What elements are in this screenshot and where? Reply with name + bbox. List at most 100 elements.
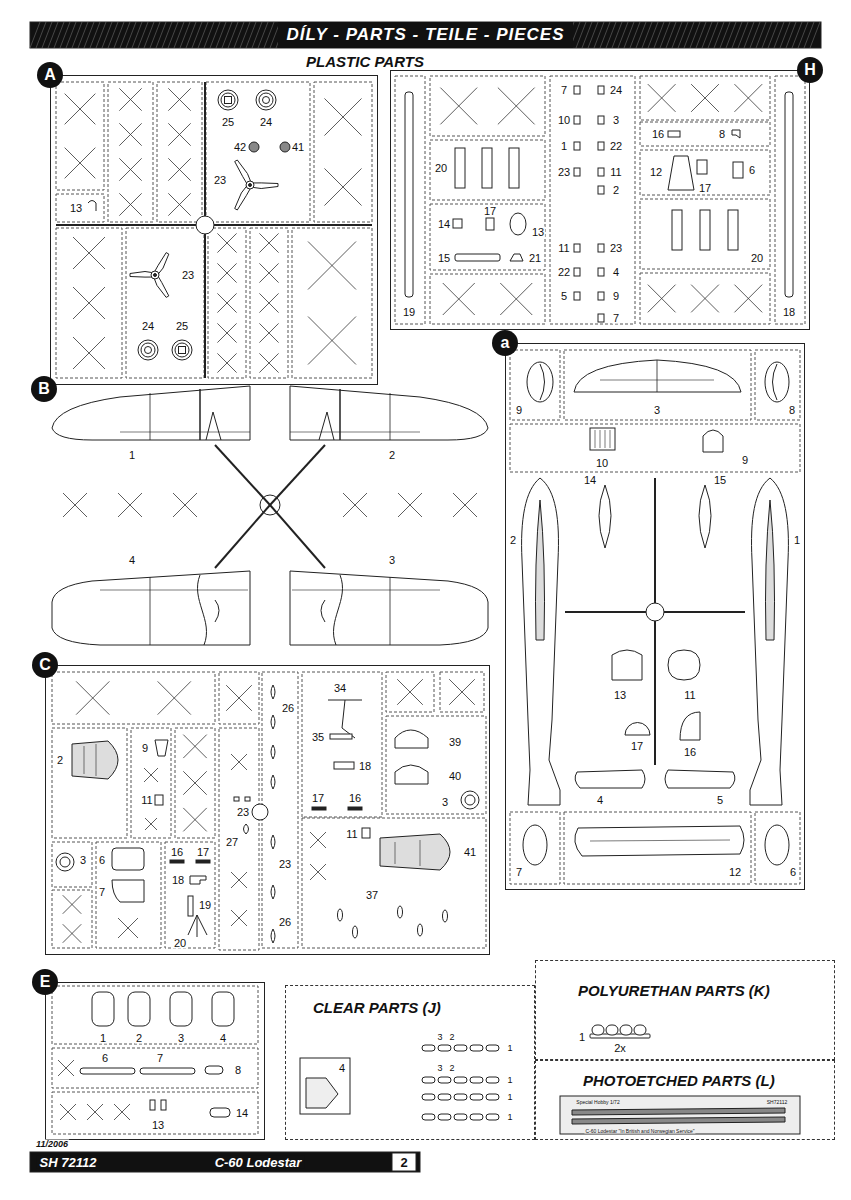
callout-number: 20 bbox=[173, 938, 187, 949]
part-outline bbox=[765, 825, 789, 865]
band-hatch bbox=[600, 22, 610, 48]
sprue-cell bbox=[157, 82, 202, 222]
part-outline bbox=[271, 885, 275, 899]
part-outline bbox=[453, 219, 462, 228]
band-hatch bbox=[42, 22, 52, 48]
sprue-frame: H bbox=[390, 70, 810, 330]
part-outline bbox=[190, 876, 206, 884]
callout-number: 26 bbox=[281, 703, 295, 714]
part-outline bbox=[574, 360, 741, 392]
cross-mark bbox=[217, 293, 236, 312]
part-outline bbox=[598, 314, 604, 322]
band-hatch bbox=[588, 22, 598, 48]
part-outline bbox=[212, 992, 234, 1026]
band-hatch bbox=[216, 22, 226, 48]
band-hatch bbox=[72, 22, 82, 48]
engine-part bbox=[461, 791, 479, 809]
sprue-cell bbox=[52, 1092, 258, 1134]
callout-number: 3 bbox=[436, 1033, 443, 1042]
wheel-part bbox=[218, 90, 238, 110]
band-hatch bbox=[168, 22, 178, 48]
part-outline bbox=[598, 268, 604, 276]
band-hatch bbox=[786, 22, 796, 48]
part-outline bbox=[245, 797, 250, 801]
band-hatch bbox=[48, 22, 58, 48]
cross-mark bbox=[158, 681, 191, 714]
wheel-part bbox=[141, 343, 155, 357]
part-outline bbox=[672, 210, 682, 250]
cross-mark bbox=[398, 493, 422, 517]
cross-mark bbox=[734, 84, 762, 112]
wheel-part bbox=[221, 93, 235, 107]
band-hatch bbox=[54, 22, 64, 48]
footer-text: SH 72112 bbox=[37, 1156, 100, 1169]
callout-number: 1 bbox=[128, 450, 136, 461]
cross-mark bbox=[168, 88, 190, 110]
wheel-part bbox=[259, 93, 273, 107]
part-outline bbox=[574, 116, 580, 124]
part-outline bbox=[300, 1058, 350, 1114]
panel-line bbox=[395, 842, 396, 864]
callout-number: 34 bbox=[333, 683, 347, 694]
part-outline bbox=[540, 364, 545, 400]
callout-number: 14 bbox=[437, 219, 451, 230]
elevator-part bbox=[665, 770, 735, 788]
band-hatch bbox=[708, 22, 718, 48]
part-outline bbox=[271, 685, 275, 699]
section-heading: PHOTOETCHED PARTS (L) bbox=[581, 1073, 777, 1090]
page-number: 2 bbox=[399, 1156, 408, 1169]
part-outline bbox=[574, 244, 580, 252]
sprue-cell bbox=[250, 228, 288, 378]
callout-number: 12 bbox=[649, 167, 663, 178]
sprue-cell bbox=[108, 82, 153, 222]
part-outline bbox=[88, 201, 96, 212]
band-hatch bbox=[222, 22, 232, 48]
sprue-frame: a bbox=[505, 343, 805, 890]
cross-mark bbox=[217, 233, 236, 252]
title-band bbox=[30, 22, 821, 48]
callout-number: 2 bbox=[388, 450, 396, 461]
part-outline bbox=[765, 362, 789, 402]
footer-bar bbox=[30, 1152, 420, 1172]
sprue-cell bbox=[219, 728, 259, 950]
part-outline bbox=[234, 797, 239, 801]
section-heading: PLASTIC PARTS bbox=[303, 54, 427, 69]
band-hatch bbox=[654, 22, 664, 48]
band-hatch bbox=[648, 22, 658, 48]
callout-number: 11 bbox=[683, 690, 696, 701]
band-hatch bbox=[690, 22, 700, 48]
cross-mark bbox=[453, 493, 477, 517]
part-outline bbox=[455, 254, 500, 261]
band-hatch bbox=[204, 22, 214, 48]
callout-number: 11 bbox=[609, 167, 622, 178]
part-outline bbox=[271, 775, 275, 789]
part-outline bbox=[703, 430, 723, 452]
part-outline bbox=[598, 116, 604, 124]
sprue-cell bbox=[52, 728, 127, 838]
part-outline bbox=[680, 712, 700, 740]
part-outline bbox=[470, 1094, 483, 1100]
mirror-group bbox=[665, 478, 788, 805]
sprue-cell bbox=[219, 672, 259, 724]
callout-number: 5 bbox=[716, 795, 724, 806]
part-outline bbox=[438, 1114, 451, 1120]
fuselage-detail bbox=[536, 500, 545, 640]
callout-number: 24 bbox=[259, 117, 273, 128]
callout-number: 6 bbox=[789, 867, 797, 878]
part-outline bbox=[271, 835, 275, 849]
band-hatch bbox=[228, 22, 238, 48]
part-outline bbox=[380, 834, 450, 870]
sprue-cell bbox=[96, 842, 161, 948]
callout-number: 41 bbox=[463, 847, 477, 858]
part-outline bbox=[188, 915, 207, 937]
sprue-cell bbox=[52, 890, 92, 948]
part-outline bbox=[395, 730, 428, 748]
band-hatch bbox=[774, 22, 784, 48]
sprue-letter: B bbox=[31, 376, 57, 402]
band-hatch bbox=[792, 22, 802, 48]
part-outline bbox=[575, 826, 744, 856]
callout-number: 12 bbox=[728, 867, 742, 878]
panel-line bbox=[84, 746, 85, 774]
cross-mark bbox=[183, 771, 206, 794]
